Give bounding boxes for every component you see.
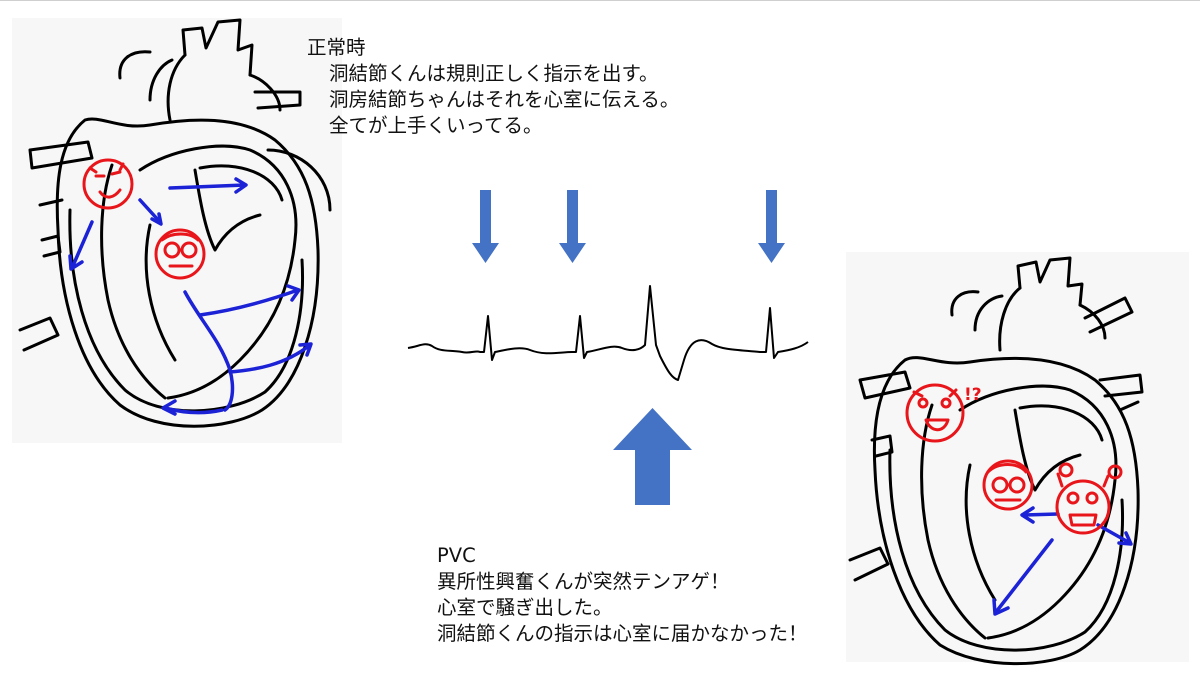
pvc-conduction-path [992, 506, 1133, 616]
sinus-node-shocked-face [905, 383, 965, 443]
pvc-face-exclaim: !? [964, 385, 982, 405]
normal-state-line: 全てが上手くいってる。 [329, 114, 543, 137]
av-node-face [982, 459, 1034, 511]
pvc-caption: PVC 異所性興奮くんが突然テンアゲ！ 心室で騒ぎ出した。 洞結節くんの指示は心… [437, 543, 808, 647]
pvc-line: 洞結節くんの指示は心室に届かなかった！ [437, 622, 808, 645]
down-arrow-1-icon [472, 190, 499, 263]
av-node-face [154, 228, 206, 280]
normal-state-line: 洞結節くんは規則正しく指示を出す。 [329, 62, 659, 85]
normal-heart [18, 18, 332, 428]
pvc-line: 異所性興奮くんが突然テンアゲ！ [437, 570, 730, 593]
sinus-beat-arrows [472, 190, 785, 263]
sinus-node-face [82, 158, 134, 210]
ectopic-focus-excited-face [1055, 462, 1123, 535]
normal-state-heading: 正常時 [307, 36, 366, 59]
down-arrow-2-icon [559, 190, 586, 263]
pvc-heart [848, 256, 1144, 666]
pvc-heart-outline [848, 256, 1144, 666]
normal-heart-outline [18, 18, 332, 428]
top-divider [0, 0, 1200, 1]
pvc-up-arrow-icon [613, 408, 692, 505]
normal-conduction-path [68, 177, 313, 416]
normal-state-caption: 正常時 洞結節くんは規則正しく指示を出す。 洞房結節ちゃんはそれを心室に伝える。… [307, 35, 679, 139]
pvc-heading: PVC [437, 544, 476, 567]
pvc-line: 心室で騒ぎ出した。 [437, 596, 613, 619]
normal-state-line: 洞房結節ちゃんはそれを心室に伝える。 [329, 88, 680, 111]
down-arrow-3-icon [758, 190, 785, 263]
ecg-trace [407, 285, 809, 381]
